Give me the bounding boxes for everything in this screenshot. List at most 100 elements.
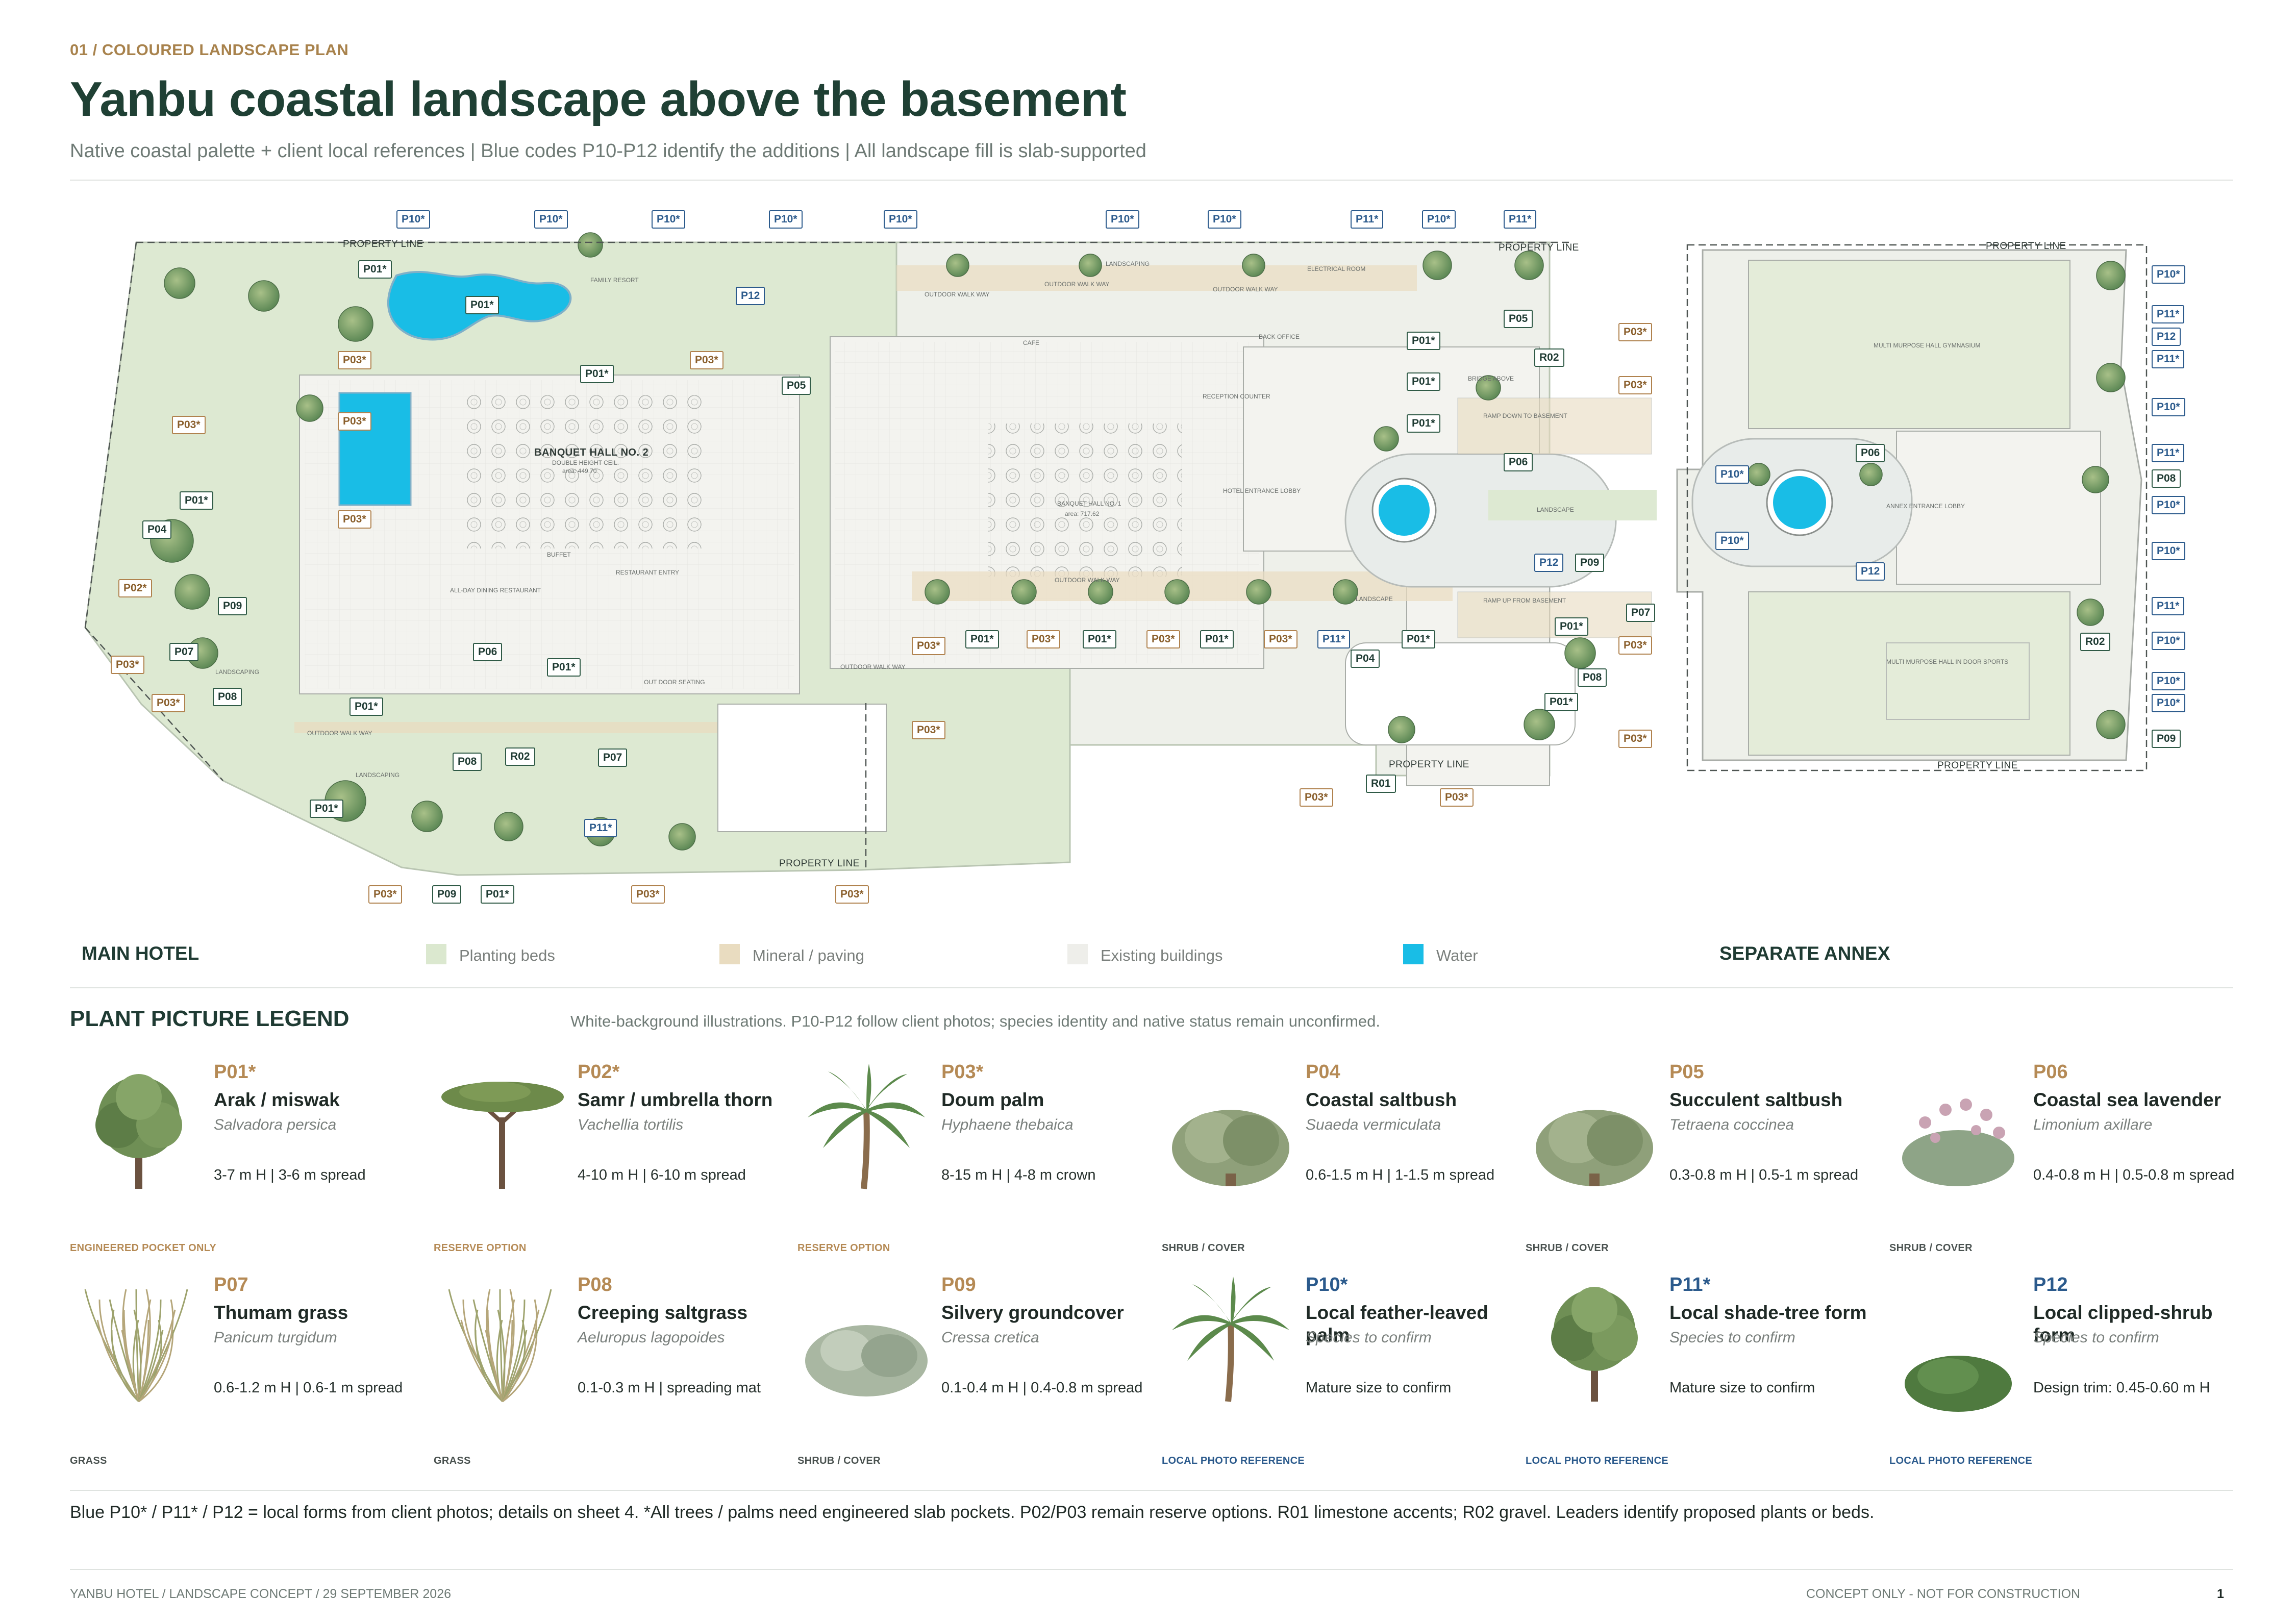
plant-category: LOCAL PHOTO REFERENCE: [1526, 1455, 1669, 1466]
tag-p11: P11*: [1504, 210, 1537, 229]
plant-size: Mature size to confirm: [1306, 1380, 1452, 1396]
outdoor-walkway-north: [896, 265, 1417, 291]
tree-icon: [95, 1074, 182, 1189]
tag-p10: P10*: [2152, 398, 2185, 416]
tag-p01: P01*: [1402, 630, 1435, 648]
plant-category: SHRUB / COVER: [797, 1455, 881, 1466]
plant-code: P05: [1669, 1061, 1704, 1083]
plant-name: Silvery groundcover: [941, 1302, 1124, 1323]
back-office-label: BACK OFFICE: [1259, 333, 1300, 340]
tree-icon: [1551, 1287, 1638, 1402]
tag-p05: P05: [1504, 310, 1533, 328]
tag-p01: P01*: [1407, 332, 1440, 350]
banquet-hall-2-label: BANQUET HALL NO. 2: [534, 447, 649, 458]
tag-r02: R02: [2080, 633, 2110, 651]
page-subtitle: Native coastal palette + client local re…: [70, 140, 1146, 162]
tag-p03: P03*: [1618, 323, 1652, 341]
plant-code: P06: [2033, 1061, 2068, 1083]
tag-p11: P11*: [2152, 350, 2185, 368]
property-line-label: PROPERTY LINE: [1389, 759, 1469, 770]
family-resort-label: FAMILY RESORT: [590, 277, 639, 284]
tag-p10: P10*: [396, 210, 430, 229]
landscaping-label: LANDSCAPING: [356, 771, 400, 779]
plant-species: Species to confirm: [2033, 1329, 2159, 1346]
flowering-shrub-icon: [1902, 1099, 2014, 1186]
tag-p01: P01*: [358, 260, 392, 279]
groundcover-icon: [805, 1325, 928, 1396]
property-line-label: PROPERTY LINE: [1937, 760, 2018, 771]
plant-category: SHRUB / COVER: [1526, 1242, 1609, 1254]
tag-p03: P03*: [152, 694, 185, 712]
shrub-icon: [1172, 1110, 1289, 1186]
tag-p11: P11*: [1317, 630, 1351, 648]
tag-p01: P01*: [1544, 693, 1578, 711]
divider: [70, 180, 2233, 181]
divider: [70, 987, 2233, 988]
property-line-paths: [84, 241, 2148, 867]
footnote: Blue P10* / P11* / P12 = local forms fro…: [70, 1503, 1875, 1522]
tag-p04: P04: [1351, 650, 1380, 668]
tag-p11: P11*: [584, 819, 617, 837]
tag-p03: P03*: [631, 885, 665, 904]
tag-p03: P03*: [1618, 376, 1652, 394]
outdoor-walkway-west: [294, 722, 764, 733]
tag-p04: P04: [142, 520, 172, 539]
property-line-label: PROPERTY LINE: [1499, 242, 1579, 253]
tag-p12: P12: [2152, 328, 2181, 346]
reception-label: RECEPTION COUNTER: [1203, 393, 1270, 400]
existing-buildings-label: Existing buildings: [1101, 946, 1223, 964]
banquet-hall-1-area: area: 717.62: [1065, 510, 1100, 517]
sheet-eyebrow: 01 / COLOURED LANDSCAPE PLAN: [70, 41, 349, 59]
tag-p09: P09: [218, 597, 247, 615]
hotel-lobby-label: HOTEL ENTRANCE LOBBY: [1223, 487, 1301, 494]
plant-species: Species to confirm: [1306, 1329, 1432, 1346]
plant-name: Coastal sea lavender: [2033, 1089, 2222, 1110]
shrub-icon: [1536, 1110, 1653, 1186]
plant-name: Doum palm: [941, 1089, 1044, 1110]
tag-p08: P08: [213, 688, 242, 706]
tag-p10: P10*: [2152, 496, 2185, 514]
plant-species: Panicum turgidum: [214, 1329, 337, 1346]
plant-species: Species to confirm: [1669, 1329, 1795, 1346]
plant-name: Arak / miswak: [214, 1089, 340, 1110]
divider: [70, 1569, 2233, 1570]
existing-buildings-swatch: [1067, 944, 1088, 964]
landscaping-label: LANDSCAPING: [215, 668, 260, 676]
main-fountain: [1379, 485, 1430, 536]
sports-hall-label: MULTI MURPOSE HALL IN DOOR SPORTS: [1886, 658, 2009, 665]
plant-size: 0.6-1.2 m H | 0.6-1 m spread: [214, 1380, 403, 1396]
plant-category: GRASS: [434, 1455, 471, 1466]
walkway-label: OUTDOOR WALK WAY: [1213, 286, 1278, 293]
plant-name: Coastal saltbush: [1306, 1089, 1457, 1110]
tag-p10: P10*: [1422, 210, 1456, 229]
tag-p03: P03*: [368, 885, 402, 904]
plant-code: P02*: [578, 1061, 620, 1083]
indoor-sports-hall: [1748, 591, 2070, 756]
gymnasium-hall: [1748, 260, 2070, 429]
outdoor-seating-label: OUT DOOR SEATING: [644, 679, 705, 686]
ramp-down-to-basement: [1457, 397, 1652, 455]
banquet-hall-2-sub: DOUBLE HEIGHT CEIL.: [552, 459, 619, 466]
tag-p11: P11*: [2152, 597, 2185, 615]
plant-category: SHRUB / COVER: [1162, 1242, 1245, 1254]
tag-p01: P01*: [1407, 414, 1440, 433]
tag-p01: P01*: [481, 885, 514, 904]
tag-p10: P10*: [2152, 672, 2185, 690]
tag-p01: P01*: [1407, 372, 1440, 391]
banquet-hall-2-area: area: 449.70: [562, 467, 597, 475]
south-court: [717, 704, 887, 832]
tag-p01: P01*: [1200, 630, 1234, 648]
tag-p03: P03*: [172, 416, 206, 434]
tag-p01: P01*: [465, 296, 499, 314]
annex-lobby-block: [1896, 431, 2101, 585]
tag-p03: P03*: [1264, 630, 1297, 648]
plant-size: 0.6-1.5 m H | 1-1.5 m spread: [1306, 1167, 1495, 1183]
plant-size: 0.3-0.8 m H | 0.5-1 m spread: [1669, 1167, 1859, 1183]
plant-code: P01*: [214, 1061, 256, 1083]
tag-p12: P12: [736, 287, 765, 305]
tag-p10: P10*: [1208, 210, 1241, 229]
tag-p03: P03*: [1027, 630, 1060, 648]
plant-size: 4-10 m H | 6-10 m spread: [578, 1167, 746, 1183]
tag-p03: P03*: [835, 885, 869, 904]
